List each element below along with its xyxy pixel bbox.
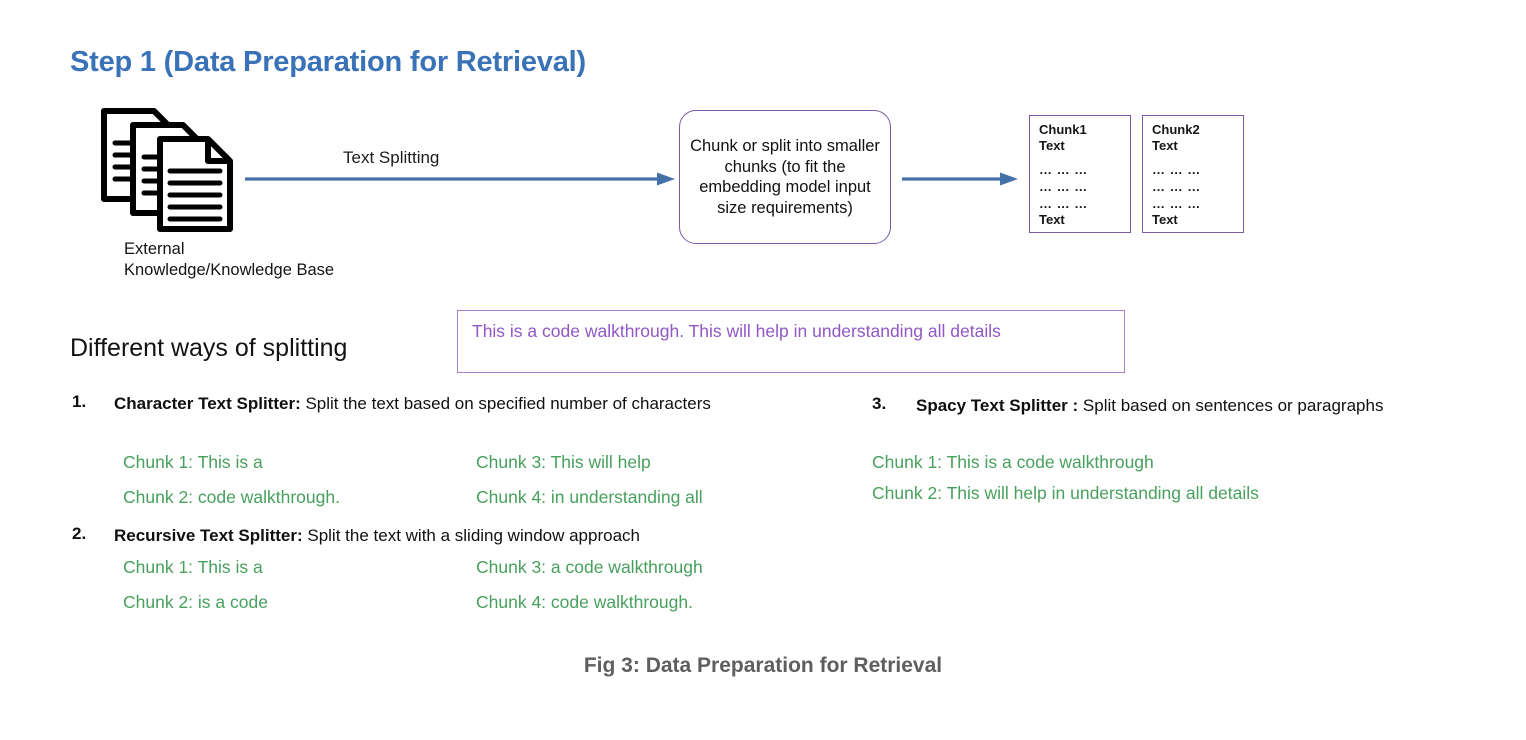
list-number: 3. — [872, 394, 887, 413]
list-number: 1. — [72, 392, 87, 411]
callout-text: This is a code walkthrough. This will he… — [472, 321, 1001, 341]
chunk-line: Chunk 1: This is a — [123, 452, 263, 472]
callout-box: This is a code walkthrough. This will he… — [457, 310, 1125, 373]
chunk-box-first-text: Text — [1152, 138, 1178, 153]
chunk-line: Chunk 2: This will help in understanding… — [872, 483, 1259, 503]
chunk-line: Chunk 1: This is a code walkthrough — [872, 452, 1154, 472]
chunk-line: Chunk 3: This will help — [476, 452, 651, 472]
chunk-box-dots: … … … — [1039, 162, 1088, 177]
chunk-box-dots: … … … — [1039, 196, 1088, 211]
chunk-box-dots: … … … — [1152, 196, 1201, 211]
chunk-box-last-text: Text — [1039, 212, 1065, 227]
stacked-documents-icon — [96, 107, 242, 235]
chunk-box-last-text: Text — [1152, 212, 1178, 227]
chunk-line: Chunk 4: in understanding all — [476, 487, 703, 507]
arrow-label-text-splitting: Text Splitting — [343, 148, 440, 167]
list-item: Recursive Text Splitter: Split the text … — [114, 524, 854, 548]
splitter-name: Character Text Splitter: — [114, 394, 301, 413]
chunk-line: Chunk 1: This is a — [123, 557, 263, 577]
splitter-description: Split the text with a sliding window app… — [302, 526, 640, 545]
splitter-name: Spacy Text Splitter : — [916, 396, 1079, 415]
section-heading: Different ways of splitting — [70, 334, 348, 362]
page-title: Step 1 (Data Preparation for Retrieval) — [70, 46, 586, 78]
chunk-result-box: Chunk2 Text … … … … … … … … … Text — [1142, 115, 1244, 233]
chunk-box-dots: … … … — [1039, 179, 1088, 194]
figure-caption: Fig 3: Data Preparation for Retrieval — [583, 654, 943, 677]
list-number: 2. — [72, 524, 87, 543]
chunk-box-first-text: Text — [1039, 138, 1065, 153]
process-box: Chunk or split into smaller chunks (to f… — [679, 110, 891, 244]
chunk-line: Chunk 2: is a code — [123, 592, 268, 612]
splitter-description: Split the text based on specified number… — [300, 394, 711, 413]
chunk-box-title: Chunk2 — [1152, 122, 1200, 137]
process-box-text: Chunk or split into smaller chunks (to f… — [690, 137, 880, 217]
splitter-description: Split based on sentences or paragraphs — [1078, 396, 1384, 415]
splitter-name: Recursive Text Splitter: — [114, 526, 303, 545]
chunk-box-title: Chunk1 — [1039, 122, 1087, 137]
source-label: External Knowledge/Knowledge Base — [124, 240, 335, 279]
list-item: Character Text Splitter: Split the text … — [114, 392, 814, 416]
chunk-line: Chunk 4: code walkthrough. — [476, 592, 693, 612]
list-item: Spacy Text Splitter : Split based on sen… — [916, 394, 1436, 418]
right-arrow-icon — [245, 172, 675, 186]
right-arrow-icon-2 — [902, 172, 1018, 186]
chunk-box-dots: … … … — [1152, 179, 1201, 194]
chunk-box-dots: … … … — [1152, 162, 1201, 177]
chunk-line: Chunk 2: code walkthrough. — [123, 487, 340, 507]
chunk-line: Chunk 3: a code walkthrough — [476, 557, 703, 577]
chunk-result-box: Chunk1 Text … … … … … … … … … Text — [1029, 115, 1131, 233]
